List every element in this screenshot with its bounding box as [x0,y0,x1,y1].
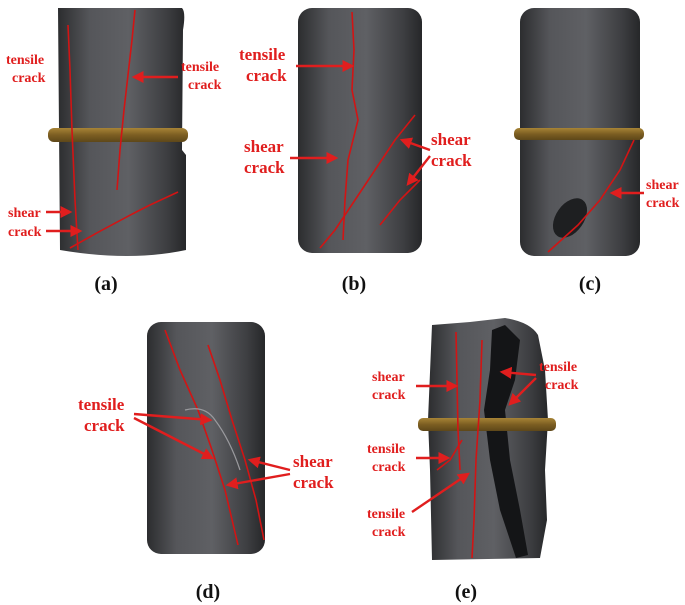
panel-c: shear crack (c) [514,8,680,295]
svg-text:shear: shear [244,137,284,156]
panel-label-d: (d) [196,581,220,603]
crack-line-d2 [207,344,265,541]
arrow-b-shear-right-2 [406,155,431,186]
rock-specimen-d [147,322,265,554]
arrow-d-tensile-1 [133,412,213,426]
svg-text:crack: crack [12,71,46,86]
rock-specimen-b [298,8,422,253]
svg-text:crack: crack [372,525,406,540]
svg-text:shear: shear [431,130,471,149]
crack-line-e2 [471,339,483,559]
arrow-d-shear-2 [225,472,291,490]
label-tensile-e-left-2: crack [372,460,406,475]
label-shear-c-2: crack [646,196,680,211]
label-shear-a-1: shear [8,206,41,221]
label-shear-b-left-1: shear [244,137,284,156]
label-shear-c-1: shear [646,178,679,193]
crack-line-a1 [67,24,79,251]
svg-text:tensile: tensile [181,60,219,75]
panel-a: tensile crack tensile crack shear crack … [6,8,222,295]
label-shear-d-2: crack [293,473,334,492]
svg-text:shear: shear [372,370,405,385]
svg-text:shear: shear [8,206,41,221]
label-shear-b-left-2: crack [244,158,285,177]
crack-line-b1 [342,11,359,241]
label-shear-d-1: shear [293,452,333,471]
svg-text:crack: crack [244,158,285,177]
panel-label-e: (e) [455,581,477,603]
label-shear-a-2: crack [8,225,42,240]
panel-d: tensile crack shear crack (d) [78,322,334,603]
svg-text:crack: crack [188,78,222,93]
label-tensile-d-2: crack [84,416,125,435]
arrow-d-tensile-2 [133,416,215,460]
arrow-d-shear-1 [247,456,291,472]
svg-text:tensile: tensile [367,442,405,457]
panel-e: shear crack tensile crack tensile crack … [367,318,579,603]
svg-text:crack: crack [372,460,406,475]
svg-text:tensile: tensile [6,53,44,68]
label-shear-e-2: crack [372,388,406,403]
label-tensile-e-bottom-2: crack [372,525,406,540]
arrow-e-tensile-right-1 [499,366,537,379]
label-tensile-a-left-2: crack [12,71,46,86]
panel-label-a: (a) [94,273,117,295]
crack-line-b2 [319,114,416,249]
svg-text:shear: shear [293,452,333,471]
crack-line-d3 [184,408,241,471]
svg-text:crack: crack [246,66,287,85]
rubber-band-c [514,128,644,140]
svg-text:tensile: tensile [367,507,405,522]
crack-line-d1 [164,329,239,546]
svg-text:tensile: tensile [239,45,286,64]
label-tensile-a-right-1: tensile [181,60,219,75]
label-shear-b-right-2: crack [431,151,472,170]
crack-line-e1 [455,331,461,471]
arrow-e-tensile-bottom [411,472,470,513]
label-tensile-e-left-1: tensile [367,442,405,457]
svg-text:crack: crack [8,225,42,240]
panel-b: tensile crack shear crack shear crack (b… [239,8,472,295]
crack-line-a3 [69,191,179,249]
arrow-e-tensile-right-2 [508,377,537,406]
svg-text:crack: crack [372,388,406,403]
spall-c [552,198,588,238]
rubber-band-a [48,128,188,142]
label-tensile-b-1: tensile [239,45,286,64]
label-tensile-b-2: crack [246,66,287,85]
svg-text:tensile: tensile [539,360,577,375]
label-shear-b-right-1: shear [431,130,471,149]
label-tensile-a-left-1: tensile [6,53,44,68]
svg-text:crack: crack [293,473,334,492]
crack-line-a2 [116,9,136,191]
crack-line-c1 [547,139,635,253]
label-tensile-d-1: tensile [78,395,125,414]
arrow-b-shear-right-1 [399,137,431,152]
fracture-gap-e [484,325,528,558]
crack-line-b3 [379,179,421,226]
panel-label-c: (c) [579,273,601,295]
label-tensile-e-right-2: crack [545,378,579,393]
svg-text:crack: crack [84,416,125,435]
svg-text:crack: crack [545,378,579,393]
svg-text:tensile: tensile [78,395,125,414]
label-tensile-a-right-2: crack [188,78,222,93]
svg-text:crack: crack [646,196,680,211]
panel-label-b: (b) [342,273,366,295]
svg-text:shear: shear [646,178,679,193]
rubber-band-e [418,418,556,431]
svg-text:crack: crack [431,151,472,170]
label-tensile-e-bottom-1: tensile [367,507,405,522]
label-shear-e-1: shear [372,370,405,385]
label-tensile-e-right-1: tensile [539,360,577,375]
